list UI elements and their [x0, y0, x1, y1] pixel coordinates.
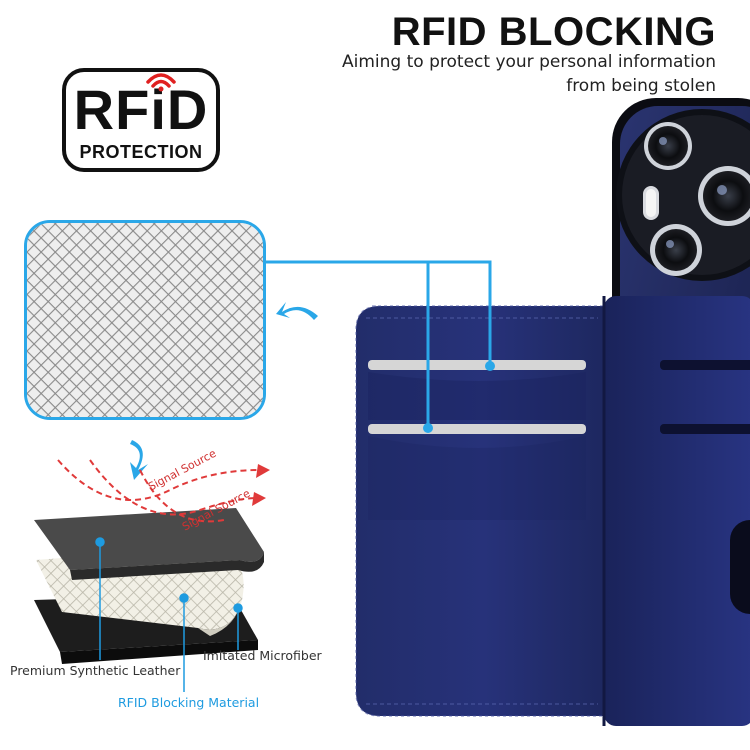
- subtitle-line-2: from being stolen: [566, 76, 716, 96]
- layer-diagram: [34, 459, 270, 692]
- leather-layer: [34, 508, 264, 570]
- leather-label: Premium Synthetic Leather: [10, 663, 181, 678]
- wireless-signal-icon: [146, 73, 176, 92]
- rfid-mesh-closeup: [24, 220, 266, 420]
- page-title: RFID BLOCKING: [391, 10, 716, 54]
- rfid-badge: RFiD PROTECTION: [62, 68, 220, 172]
- signal-arrows: [57, 459, 261, 523]
- card-slot: [660, 360, 750, 370]
- badge-main-text: RFiD: [73, 78, 209, 141]
- curved-arrow-icon: [276, 302, 318, 320]
- curved-arrow-icon: [130, 440, 148, 480]
- badge-sub-text: PROTECTION: [79, 142, 203, 162]
- card-slot: [660, 424, 750, 434]
- microfiber-label: Imitated Microfiber: [203, 648, 322, 663]
- rfid-material-label: RFID Blocking Material: [118, 695, 260, 710]
- subtitle-line-1: Aiming to protect your personal informat…: [342, 52, 716, 72]
- page-subtitle: Aiming to protect your personal informat…: [296, 50, 716, 98]
- wallet: [355, 296, 750, 726]
- mesh-pattern: [27, 223, 263, 417]
- magnet-clasp: [730, 520, 750, 614]
- card-slot: [368, 424, 586, 434]
- card-slot: [368, 360, 586, 370]
- connector-lines: [266, 260, 495, 433]
